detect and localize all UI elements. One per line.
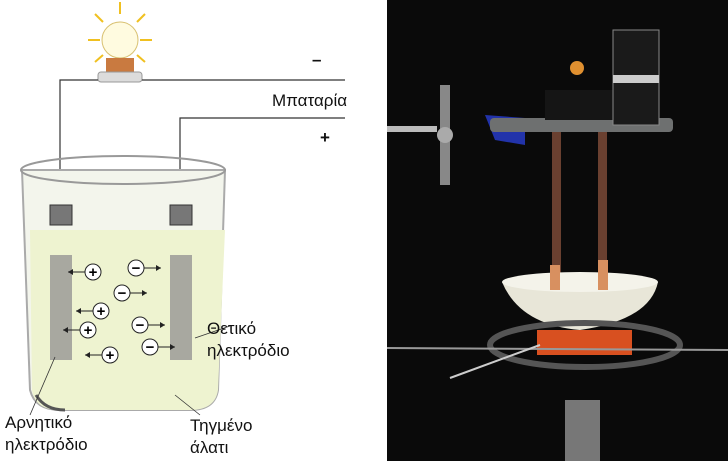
ion-charge: + [84,322,93,339]
arrowhead [156,265,161,271]
cation: + [76,302,110,320]
ion-circle [131,316,149,334]
battery-label: Μπαταρία [272,91,348,110]
ion-circle [92,302,110,320]
positive-electrode-clip [169,204,193,226]
negative-electrode [50,255,72,360]
ion-charge: + [89,264,98,281]
light-bulb-icon [88,2,152,83]
ion-charge: − [146,339,155,356]
label-line: ηλεκτρόδιο [207,341,290,360]
positive-electrode-label: Θετικό ηλεκτρόδιο [207,318,290,362]
anion: − [113,284,147,302]
leader-lines [29,325,231,416]
molten-salt-label: Τηγμένο άλατι [190,415,252,459]
cation: + [68,263,102,281]
anion: − [131,316,165,334]
anion: − [141,338,175,356]
ion-circle [141,338,159,356]
arrowhead [63,327,68,333]
label-line: άλατι [190,438,229,457]
battery-positive-sign: + [320,128,330,147]
arrowhead [142,290,147,296]
anion: − [127,259,161,277]
cation: + [63,321,97,339]
label-line: ηλεκτρόδιο [5,435,88,454]
label-line: Θετικό [207,319,257,338]
arrowhead [68,269,73,275]
label-line: Τηγμένο [190,416,253,435]
arrowhead [76,308,81,314]
negative-electrode-label: Αρνητικό ηλεκτρόδιο [5,412,88,456]
battery-negative-sign: – [312,50,322,69]
ion-charge: − [136,317,145,334]
arrowhead [85,352,90,358]
ion-circle [113,284,131,302]
ion-circle [84,263,102,281]
ion-charge: + [97,303,106,320]
ion-charge: − [132,260,141,277]
negative-electrode-clip [49,204,73,226]
ion-circle [79,321,97,339]
cation: + [85,346,119,364]
ion-circle [101,346,119,364]
arrowhead [170,344,175,350]
photo-electrolysis-setup [386,0,728,461]
ion-circle [127,259,145,277]
ions: ++++−−−− [63,259,175,364]
label-line: Αρνητικό [5,413,73,432]
ion-charge: − [118,285,127,302]
arrowhead [160,322,165,328]
ion-charge: + [106,347,115,364]
positive-electrode [170,255,192,360]
